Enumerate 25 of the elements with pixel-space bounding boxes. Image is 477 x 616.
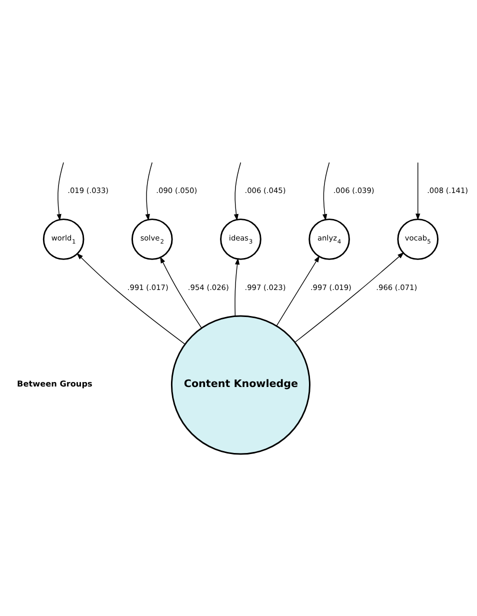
arrow — [145, 162, 152, 221]
arrow — [416, 162, 420, 220]
edge-label: .090 (.050) — [156, 186, 198, 196]
edge-label: .019 (.033) — [68, 186, 109, 196]
edge-label: .006 (.039) — [333, 186, 374, 196]
arrow — [234, 258, 240, 316]
arrow — [294, 252, 404, 342]
edge-label: .991 (.017) — [127, 282, 168, 292]
arrow — [234, 162, 242, 221]
edge-label: .997 (.019) — [310, 282, 352, 292]
node-circle: ideas$_{3}$ — [220, 218, 262, 260]
arrow — [56, 162, 64, 221]
edge-label: .954 (.026) — [188, 282, 229, 292]
arrow — [322, 162, 330, 221]
node-circle: solve$_{2}$ — [131, 218, 173, 260]
node-circle: anlyz$_{4}$ — [308, 218, 350, 260]
edge-label: .008 (.141) — [427, 186, 468, 196]
label: Between Groups — [17, 378, 92, 388]
arrow — [160, 256, 202, 328]
arrow — [276, 256, 320, 326]
arrow — [76, 253, 186, 344]
edge-label: .997 (.023) — [244, 282, 286, 292]
node-circle: Content Knowledge — [170, 315, 310, 455]
edge-label: .006 (.045) — [244, 186, 286, 196]
edge-label: .966 (.071) — [376, 282, 418, 292]
